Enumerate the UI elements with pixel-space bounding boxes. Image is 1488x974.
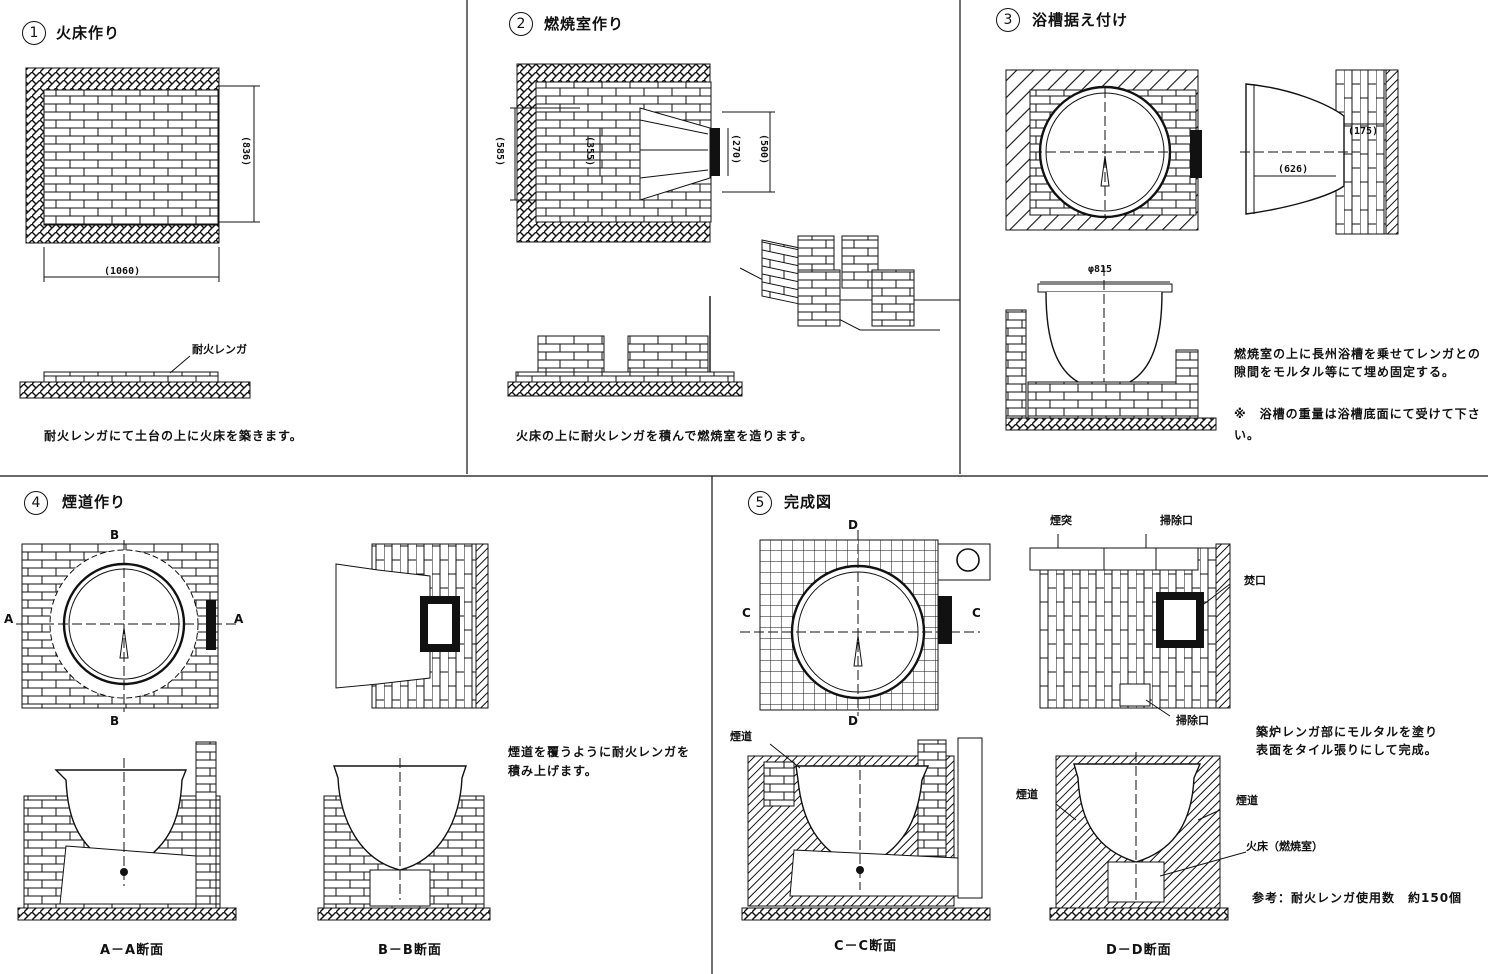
label-firedoor: 焚口 [1244,574,1266,587]
panel-title-3: 浴槽据え付け [1032,11,1129,29]
step5-elevation [1029,534,1231,717]
panel-number-5: 5 [748,491,772,515]
label-firebed: 火床（燃焼室） [1246,840,1323,853]
panel-number-4: 4 [24,491,48,515]
section-mark-c-left: C [742,606,751,620]
label-flue-dd-right: 煙道 [1236,794,1258,807]
step3-section [1005,266,1217,431]
step5-note-line2: 表面をタイル張りにして完成。 [1256,743,1438,757]
step4-side [335,543,489,709]
panel-number-2: 2 [509,12,533,36]
panel-title-5: 完成図 [784,493,833,511]
caption-section-cc: C－C断面 [834,939,898,954]
step1-plan [25,67,260,282]
step2-plan [510,63,775,243]
step2-note: 火床の上に耐火レンガを積んで燃焼室を造ります。 [516,429,814,443]
step2-section [507,296,743,397]
dim-270: (270) [730,134,741,165]
dim-500: (500) [758,134,769,165]
dim-355: (355) [584,136,595,167]
dim-width-1060: (1060) [104,266,141,277]
dim-585: (585) [494,136,505,167]
dim-diameter-815: φ815 [1088,264,1113,275]
caption-section-bb: B－B断面 [378,943,442,958]
section-mark-b-top: B [110,528,120,542]
panel-title-1: 火床作り [56,24,121,42]
brick-count-note: 参考：耐火レンガ使用数 約150個 [1252,891,1463,905]
caption-section-dd: D－D断面 [1106,943,1172,958]
label-firebrick: 耐火レンガ [192,343,247,356]
step4-section-aa [17,741,237,921]
step5-plan [740,530,991,716]
label-flue-dd-left: 煙道 [1016,788,1038,801]
label-cleanout-top: 掃除口 [1160,514,1193,527]
step4-note-line2: 積み上げます。 [508,764,598,778]
step3-side [1240,69,1399,235]
step1-section [19,355,251,399]
panel-title-4: 煙道作り [62,493,127,511]
step3-note-line1: 燃焼室の上に長州浴槽を乗せてレンガとの [1234,347,1481,361]
panel-title-2: 燃焼室作り [544,15,625,33]
step2-iso [739,235,960,331]
step5-section-cc [741,737,991,921]
dim-175: (175) [1348,126,1379,137]
panel-number-3: 3 [996,8,1020,32]
dim-626: (626) [1278,164,1309,175]
step3-note-line3: ※ 浴槽の重量は浴槽底面にて受けて下さい。 [1234,407,1481,442]
section-mark-b-bottom: B [110,714,120,728]
step1-note: 耐火レンガにて土台の上に火床を築きます。 [44,429,303,443]
step3-note-line2: 隙間をモルタル等にて埋め固定する。 [1234,365,1456,379]
panel-number-1: 1 [22,21,46,45]
section-mark-a-left: A [4,612,14,626]
step3-plan [1005,69,1202,231]
label-cleanout-bottom: 掃除口 [1176,714,1209,727]
section-mark-d-bottom: D [848,714,858,728]
section-mark-a-right: A [234,612,244,626]
dim-height-836: (836) [240,136,251,167]
step4-note-line1: 煙道を覆うように耐火レンガを [508,745,691,759]
label-chimney: 煙突 [1050,514,1072,527]
caption-section-aa: A－A断面 [100,943,165,958]
label-flue-cc: 煙道 [730,730,752,743]
step5-note-line1: 築炉レンガ部にモルタルを塗り [1256,725,1439,739]
section-mark-c-right: C [972,606,981,620]
section-mark-d-top: D [848,518,858,532]
step4-plan [16,540,240,712]
step5-section-dd [1049,752,1247,921]
step4-section-bb [317,758,491,921]
